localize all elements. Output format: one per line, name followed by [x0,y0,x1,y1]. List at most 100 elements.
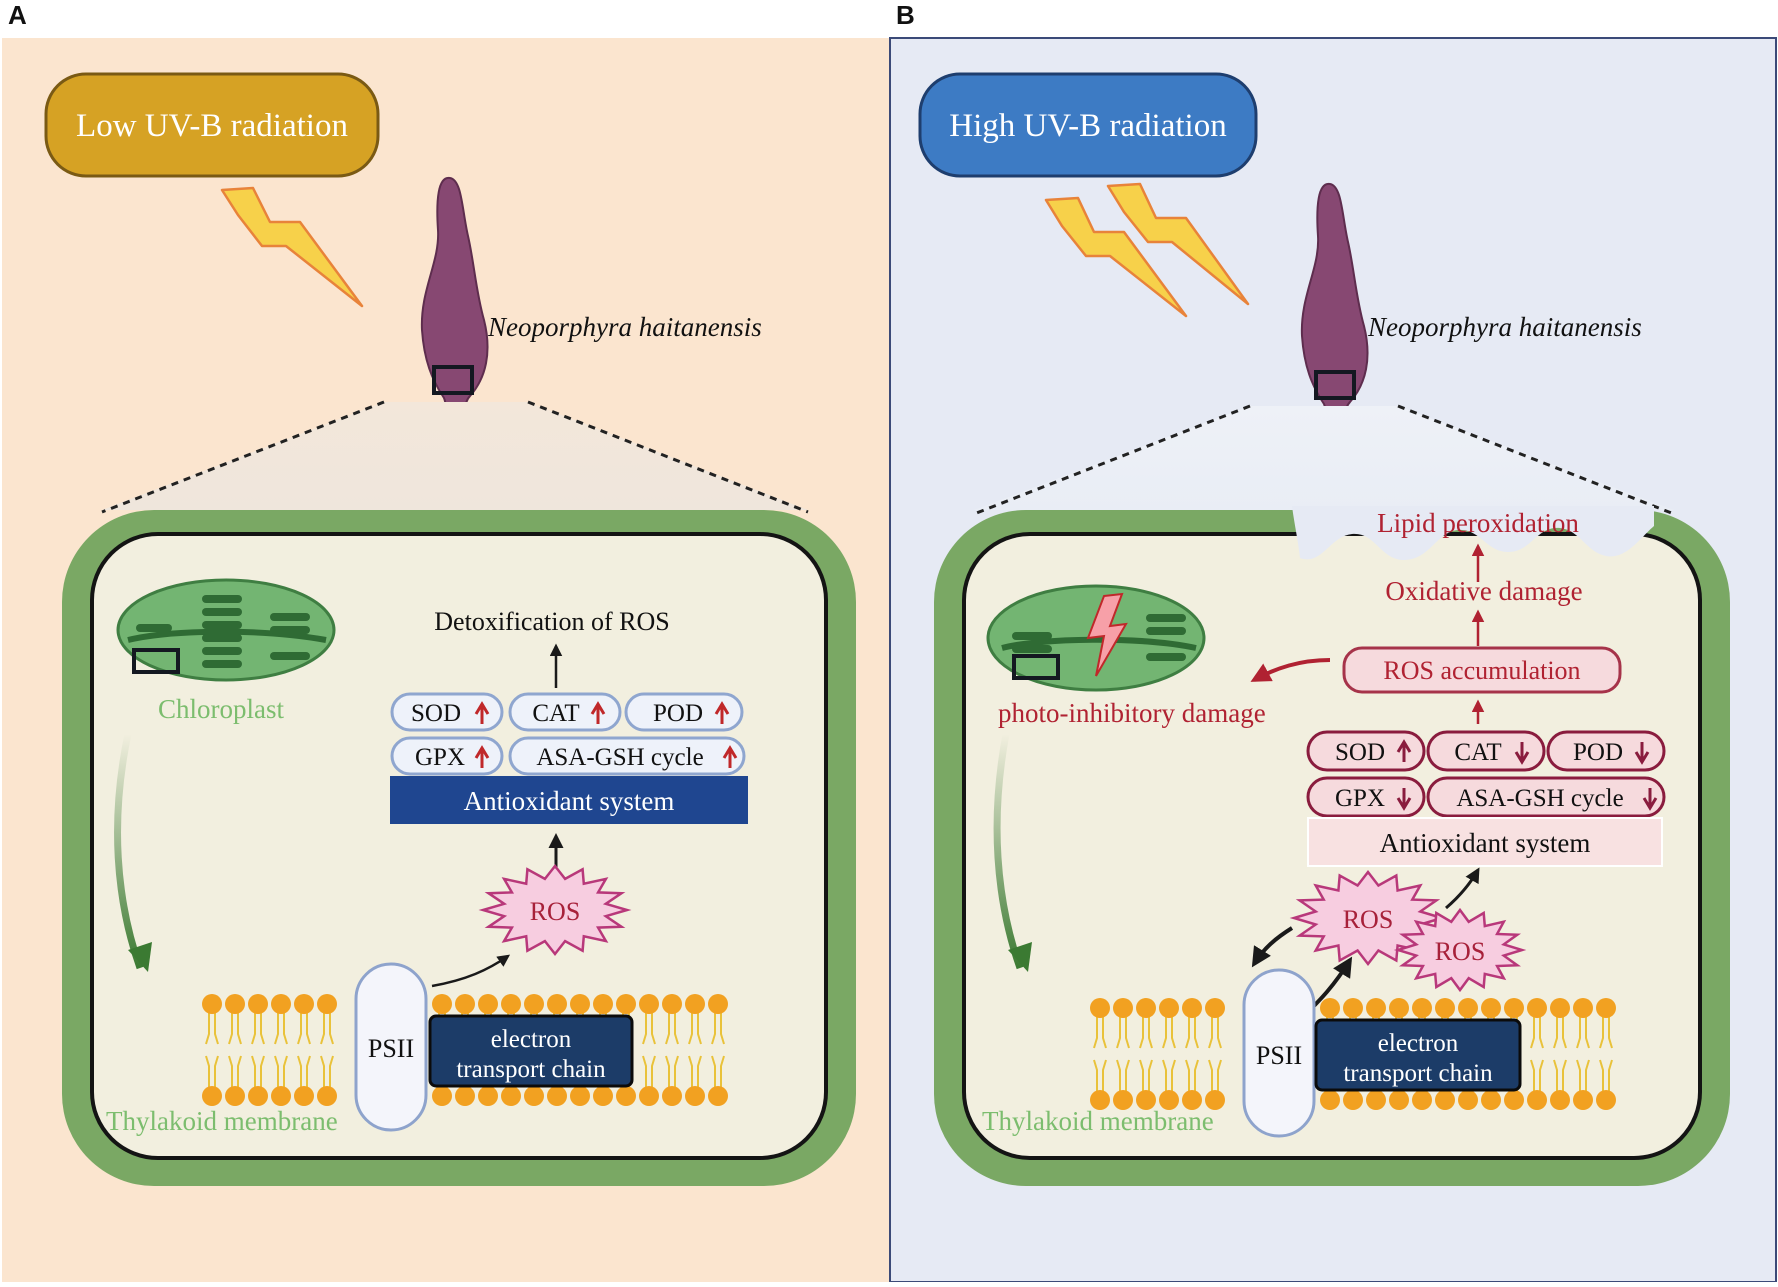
ros-burst-b2 [1393,907,1527,993]
lipid-head [524,1086,544,1106]
lipid-head [1458,1090,1478,1110]
lipid-head [1090,1090,1110,1110]
lipid-head [639,994,659,1014]
lipid-head [501,1086,521,1106]
down-arrow-icon [1642,788,1658,811]
lipid-head [1596,1090,1616,1110]
lipid-head [501,994,521,1014]
lipid-head [1481,1090,1501,1110]
lipid-tail [251,1012,265,1088]
lipid-tail [688,1012,702,1088]
lipid-head [1366,1090,1386,1110]
svg-text:ASA-GSH cycle: ASA-GSH cycle [1456,785,1623,812]
up-arrow-icon [722,745,738,768]
up-arrow-icon [474,701,490,724]
ros-accumulation-box [1342,646,1622,694]
zoom-area-a [102,402,808,510]
lipid-head [1527,1090,1547,1110]
antioxidant-label-b: Antioxidant system [1380,828,1591,858]
green-arrowhead-a [128,942,152,972]
lipid-head [1412,1090,1432,1110]
svg-text:CAT: CAT [1454,739,1501,766]
low-uv-pill [44,72,380,178]
enzyme-pill-cat-b: CAT [1426,730,1546,772]
lightning-bolt-icon [1044,196,1188,318]
lipid-head [1550,998,1570,1018]
species-label-b: Neoporphyra haitanensis [1367,312,1642,342]
antioxidant-label-a: Antioxidant system [464,786,675,816]
lipid-tail [1116,1016,1130,1092]
up-arrow-icon [590,701,606,724]
psii-label-b: PSII [1256,1041,1302,1070]
lipid-head [593,994,613,1014]
panel-a: A Low UV-B radiation Neoporphyra haitane… [2,0,889,1282]
lipid-head [1343,1090,1363,1110]
lipid-tail [320,1012,334,1088]
up-arrow-icon [714,701,730,724]
enzyme-pill-gpx-a: GPX [390,736,504,776]
lipid-tail [228,1012,242,1088]
lipid-head [225,1086,245,1106]
ros-burst-a [478,863,632,957]
lipid-head [1573,1090,1593,1110]
lipid-head [1481,998,1501,1018]
lipid-tail [1208,1016,1222,1092]
lipid-head [294,1086,314,1106]
svg-text:POD: POD [653,700,703,727]
lipid-head [1136,998,1156,1018]
etc-label-line1-b: electron [1378,1030,1459,1057]
lipid-tail [1185,1016,1199,1092]
lipid-head [1159,998,1179,1018]
zoom-line-right-b [1397,404,1675,516]
ros-label-b1: ROS [1343,905,1394,934]
lipid-head [1343,998,1363,1018]
lipid-head [248,1086,268,1106]
lipid-head [1435,1090,1455,1110]
lipid-head [708,1086,728,1106]
chloroplast-icon-a [116,578,336,682]
electron-transport-chain-b [1314,1018,1522,1092]
ros-to-antioxidant-arrow-b [1445,867,1480,910]
green-arrow-a [114,733,144,970]
lipid-head [1504,1090,1524,1110]
chloroplast-icon-b [986,584,1206,692]
lipid-head [593,1086,613,1106]
membrane-label-b: Thylakoid membrane [982,1106,1214,1136]
lipid-tail [665,1012,679,1088]
lipid-head [639,1086,659,1106]
zoom-line-left-a [101,400,385,514]
lipid-tail [205,1012,219,1088]
lipid-head [455,1086,475,1106]
down-arrow-icon [1514,742,1530,765]
svg-text:POD: POD [1573,739,1623,766]
lipid-head [1320,998,1340,1018]
svg-text:SOD: SOD [1335,739,1385,766]
panel-b-letter: B [896,0,915,30]
svg-text:SOD: SOD [411,700,461,727]
lipid-head [616,994,636,1014]
lipid-head [1389,998,1409,1018]
green-arrow-b [993,733,1024,970]
lipid-head [1389,1090,1409,1110]
lipid-head [202,1086,222,1106]
down-arrow-icon [1396,788,1412,811]
lipid-head [1458,998,1478,1018]
lipid-head [1113,1090,1133,1110]
lipid-head [1182,1090,1202,1110]
lipid-head [432,1086,452,1106]
lightning-bolt-icon [1106,182,1250,306]
lipid-tail [1553,1016,1567,1092]
lipid-head [317,994,337,1014]
lipid-head [616,1086,636,1106]
ros-to-psii-arrow [1251,926,1294,968]
psii-b [1242,968,1316,1138]
lipid-head [1504,998,1524,1018]
lipid-head [225,994,245,1014]
lipid-head [202,994,222,1014]
svg-text:CAT: CAT [532,700,579,727]
lightning-bolt-icon [1086,592,1128,677]
lipid-head [432,994,452,1014]
lipid-head [524,994,544,1014]
lipid-head [1113,998,1133,1018]
